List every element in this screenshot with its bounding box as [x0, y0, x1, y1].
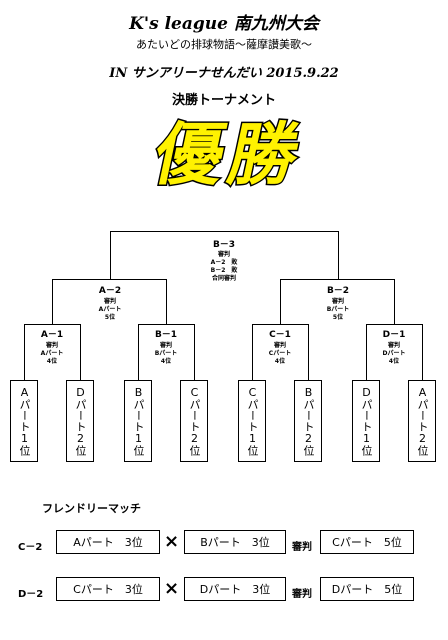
referee-line: Aパート: [98, 306, 122, 313]
referee-heading: 審判: [273, 342, 286, 349]
referee-line: 4位: [46, 358, 58, 365]
tournament-title: K's league 南九州大会: [129, 14, 319, 34]
semi-match-label-a2: A－2: [98, 286, 122, 296]
quarter-match-label-d1: D－1: [382, 330, 406, 340]
final-referee: 審判 A－2 敗 B－2 敗 合同審判: [184, 251, 264, 283]
referee-line: 5位: [332, 314, 344, 321]
versus-icon: ×: [164, 578, 180, 599]
referee-line: 4位: [160, 358, 172, 365]
team-box: Dパート1位: [352, 380, 380, 462]
venue-date: IN サンアリーナせんだい 2015.9.22: [109, 66, 339, 81]
semi-match-label-b2: B－2: [326, 286, 350, 296]
referee-heading: 審判: [103, 298, 116, 305]
referee-heading: 審判: [387, 342, 400, 349]
referee-heading: 審判: [331, 298, 344, 305]
team-box: Aパート1位: [10, 380, 38, 462]
final-match-label: B－3: [212, 240, 236, 250]
friendly-ref-label: 審判: [292, 589, 312, 600]
champion-logo-text: 優勝: [146, 115, 312, 192]
tournament-subtitle: あたいどの排球物語～薩摩讃美歌～: [136, 38, 312, 51]
team-box: Aパート2位: [408, 380, 436, 462]
quarter-referee-c1: 審判 Cパート 4位: [250, 342, 310, 366]
referee-line: 4位: [274, 358, 286, 365]
referee-line: A－2 敗: [210, 259, 238, 266]
referee-heading: 審判: [217, 251, 230, 258]
semi-referee-b2: 審判 Bパート 5位: [308, 298, 368, 322]
team-box: Dパート2位: [66, 380, 94, 462]
friendly-team2: Bパート 3位: [184, 530, 286, 554]
quarter-referee-a1: 審判 Aパート 4位: [22, 342, 82, 366]
quarter-referee-d1: 審判 Dパート 4位: [364, 342, 424, 366]
referee-heading: 審判: [159, 342, 172, 349]
referee-heading: 審判: [45, 342, 58, 349]
referee-line: Aパート: [40, 350, 64, 357]
team-box: Bパート1位: [124, 380, 152, 462]
referee-line: B－2 敗: [210, 267, 238, 274]
friendly-referee: Dパート 5位: [320, 577, 414, 601]
friendly-match-id: C－2: [18, 542, 43, 553]
team-box: Cパート1位: [238, 380, 266, 462]
versus-icon: ×: [164, 531, 180, 552]
referee-line: Cパート: [268, 350, 292, 357]
referee-line: 4位: [388, 358, 400, 365]
friendly-team1: Cパート 3位: [56, 577, 160, 601]
friendly-title: フレンドリーマッチ: [42, 502, 141, 515]
quarter-match-label-a1: A－1: [40, 330, 64, 340]
referee-line: Bパート: [154, 350, 178, 357]
friendly-ref-label: 審判: [292, 542, 312, 553]
referee-line: 5位: [104, 314, 116, 321]
section-heading: 決勝トーナメント: [171, 93, 276, 108]
quarter-match-label-c1: C－1: [269, 330, 291, 340]
referee-line: 合同審判: [211, 275, 236, 282]
quarter-referee-b1: 審判 Bパート 4位: [136, 342, 196, 366]
team-box: Cパート2位: [180, 380, 208, 462]
semi-referee-a2: 審判 Aパート 5位: [80, 298, 140, 322]
champion-logo: 優勝: [145, 113, 314, 192]
referee-line: Dパート: [382, 350, 406, 357]
team-box: Bパート2位: [294, 380, 322, 462]
quarter-match-label-b1: B－1: [154, 330, 178, 340]
friendly-referee: Cパート 5位: [320, 530, 414, 554]
referee-line: Bパート: [326, 306, 350, 313]
friendly-team2: Dパート 3位: [184, 577, 286, 601]
friendly-team1: Aパート 3位: [56, 530, 160, 554]
friendly-match-id: D－2: [18, 589, 44, 600]
